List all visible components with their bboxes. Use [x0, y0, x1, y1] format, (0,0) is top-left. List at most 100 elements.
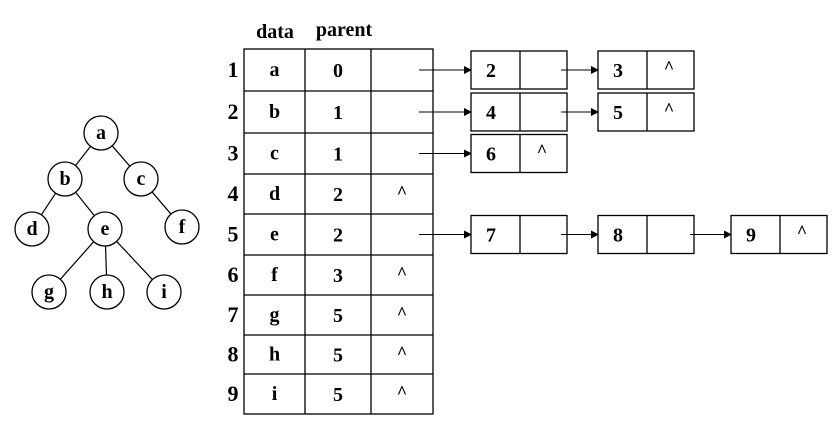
table-row: 3 c 1	[228, 141, 344, 166]
list-node-value: 9	[746, 225, 756, 247]
list-node-box	[597, 214, 695, 255]
list-node-box	[597, 92, 695, 132]
list-node: 5^	[597, 92, 695, 132]
table-row: 4 d 2 ^	[228, 181, 408, 206]
cell-data: c	[270, 143, 279, 165]
cell-parent: 1	[333, 144, 343, 166]
cell-parent: 0	[333, 60, 343, 82]
tree-node-label: c	[137, 168, 146, 190]
tree-node-a: a	[83, 115, 119, 151]
list-node-value: 8	[613, 225, 623, 247]
cell-parent: 5	[333, 345, 343, 367]
list-node: 8	[597, 214, 695, 255]
tree-node-e: e	[87, 211, 123, 247]
tree-edge-b-d	[40, 192, 57, 216]
cell-data: i	[272, 383, 278, 405]
table-border	[243, 48, 434, 415]
tree-edges	[40, 145, 172, 281]
header-data: data	[256, 21, 294, 43]
list-node-box	[730, 214, 828, 255]
table-row: 7 g 5 ^	[228, 302, 408, 327]
null-pointer-symbol: ^	[397, 263, 407, 283]
table-row: 5 e 2	[228, 222, 344, 247]
child-list-row-3: 6^	[419, 133, 568, 174]
null-pointer-symbol: ^	[397, 303, 407, 323]
tree-node-label: a	[96, 122, 106, 144]
cell-data: a	[270, 59, 280, 81]
cell-data: b	[269, 101, 280, 123]
row-index: 5	[228, 222, 239, 247]
table-row: 2 b 1	[228, 99, 344, 124]
null-pointer-symbol: ^	[537, 141, 547, 161]
null-pointer-symbol: ^	[797, 222, 807, 242]
list-node-value: 4	[486, 102, 496, 124]
row-index: 3	[228, 141, 239, 166]
header-parent: parent	[316, 19, 373, 41]
tree-edge-b-e	[75, 191, 95, 217]
cell-parent: 2	[333, 225, 343, 247]
tree-node-label: e	[101, 218, 110, 240]
null-pointer-symbol: ^	[664, 99, 674, 119]
cell-data: e	[270, 224, 279, 246]
tree-edge-e-h	[104, 245, 108, 276]
null-pointer-symbol: ^	[397, 382, 407, 402]
tree-node-c: c	[123, 161, 159, 197]
cell-data: g	[270, 304, 280, 326]
table-row: 1 a 0	[228, 57, 344, 82]
table-cells: 1 a 0 2 b 1 3 c 1 4 d 2 ^ 5 e 2 6 f 3 ^ 7 g 5 ^ 8 h 5 ^ 9 i 5 ^	[228, 57, 408, 406]
tree-node-g: g	[31, 274, 67, 310]
tree-edge-c-f	[151, 191, 172, 215]
null-pointer-symbol: ^	[397, 343, 407, 363]
list-node-box	[597, 50, 695, 90]
tree-edge-a-b	[75, 146, 91, 166]
table-grid	[243, 48, 434, 415]
row-index: 1	[228, 57, 239, 82]
row-index: 7	[228, 302, 239, 327]
table-row: 8 h 5 ^	[228, 342, 408, 367]
cell-parent: 2	[333, 184, 343, 206]
cell-parent: 5	[333, 305, 343, 327]
tree-edge-a-c	[111, 145, 131, 167]
cell-parent: 3	[333, 265, 343, 287]
cell-parent: 5	[333, 384, 343, 406]
list-node: 9^	[730, 214, 828, 255]
tree-node-label: d	[26, 218, 37, 240]
cell-data: h	[269, 344, 280, 366]
tree-node-label: f	[179, 216, 186, 238]
cell-data: f	[271, 264, 278, 286]
list-node-box	[470, 133, 568, 174]
tree-node-d: d	[14, 211, 50, 247]
tree-node-label: i	[161, 281, 167, 303]
null-pointer-symbol: ^	[397, 182, 407, 202]
list-node-box	[470, 214, 568, 255]
tree-node-label: b	[59, 168, 70, 190]
row-index: 4	[228, 181, 239, 206]
row-index: 6	[228, 262, 239, 287]
table-row: 6 f 3 ^	[228, 262, 408, 287]
tree-node-h: h	[89, 274, 125, 310]
list-node-value: 3	[613, 60, 623, 82]
tree-node-f: f	[164, 209, 200, 245]
row-index: 8	[228, 342, 239, 367]
cell-data: d	[269, 183, 280, 205]
list-node: 2	[470, 50, 568, 90]
list-node-value: 5	[613, 102, 623, 124]
table-row: 9 i 5 ^	[228, 381, 408, 406]
row-index: 2	[228, 99, 239, 124]
row-index: 9	[228, 381, 239, 406]
list-node-box	[470, 50, 568, 90]
list-node: 6^	[470, 133, 568, 174]
list-node-value: 6	[486, 144, 496, 166]
list-node: 3^	[597, 50, 695, 90]
list-node-value: 2	[486, 60, 496, 82]
cell-parent: 1	[333, 102, 343, 124]
null-pointer-symbol: ^	[664, 57, 674, 77]
tree-node-i: i	[146, 274, 182, 310]
list-node-box	[470, 92, 568, 132]
